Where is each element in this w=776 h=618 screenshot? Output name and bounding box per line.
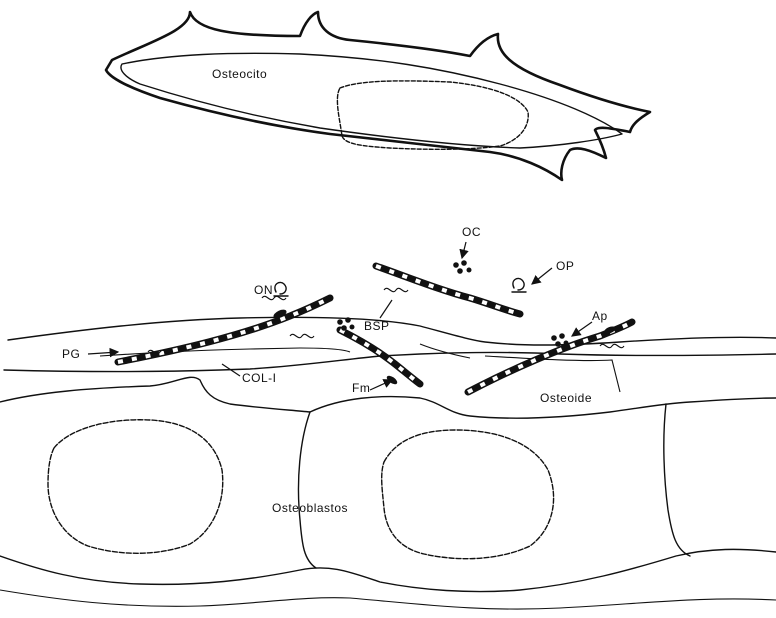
label-col1: COL-I	[242, 371, 277, 385]
label-op: OP	[556, 259, 574, 273]
pointer-pg	[88, 352, 118, 354]
osteopontin-glyphs	[274, 278, 526, 296]
pointer-ap	[572, 322, 592, 336]
osteocyte-cell	[106, 12, 650, 180]
label-pg: PG	[62, 347, 80, 361]
pointer-op	[532, 268, 552, 284]
osteocalcin-dots	[337, 260, 568, 347]
label-osteocito: Osteocito	[212, 67, 267, 81]
collagen-fibril-3	[340, 330, 420, 384]
collagen-fibril-2	[376, 266, 520, 314]
label-bsp: BSP	[364, 319, 390, 333]
collagen-fibril-1	[118, 298, 330, 362]
label-oc: OC	[462, 225, 481, 239]
label-ap: Ap	[592, 309, 608, 323]
label-osteoblastos: Osteoblastos	[272, 501, 348, 515]
label-fm: Fm	[352, 381, 370, 395]
pointer-oc	[462, 242, 466, 258]
osteoblast-nucleus-left	[48, 420, 223, 554]
label-osteoide: Osteoide	[540, 391, 592, 405]
pointer-fm	[370, 380, 392, 390]
osteoblast-cells	[0, 377, 776, 609]
label-on: ON	[254, 283, 273, 297]
pointer-bsp	[380, 300, 392, 318]
osteoblast-nucleus-right	[382, 430, 554, 559]
